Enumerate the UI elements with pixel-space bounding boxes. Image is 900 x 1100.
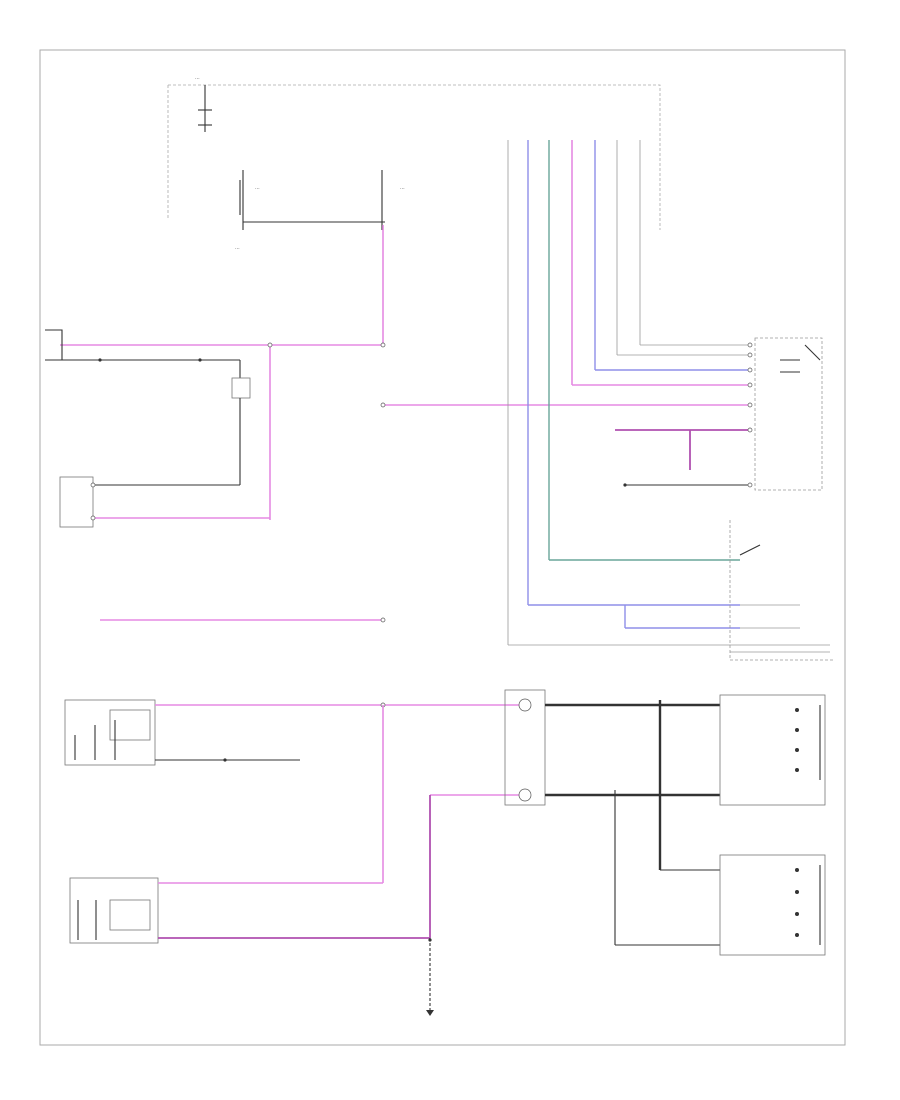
transmission-sensor: [59, 476, 96, 528]
right-control-module-upper: [719, 694, 826, 806]
pink-supply-wires: [60, 225, 750, 520]
black-harness: [545, 700, 720, 946]
right-relay-module: [615, 337, 823, 491]
center-module: [504, 689, 546, 806]
svg-text:···: ···: [400, 186, 405, 192]
switch-lower-left-1: [64, 699, 520, 766]
vertical-wire-bundle: [507, 140, 750, 646]
switch-upper-left: [45, 329, 251, 486]
switch-lower-left-2: [69, 705, 430, 944]
svg-text:···: ···: [195, 76, 200, 82]
center-ground-wires: [426, 794, 520, 1016]
right-control-module-lower: [719, 854, 826, 956]
lower-right-switch: [729, 520, 835, 661]
pink-isolated-wire: [100, 617, 386, 623]
diagram-frame: [39, 49, 846, 1046]
fuse-box-top: ··· ··· ··· ···: [167, 76, 661, 252]
svg-text:···: ···: [235, 246, 240, 252]
svg-text:···: ···: [255, 186, 260, 192]
